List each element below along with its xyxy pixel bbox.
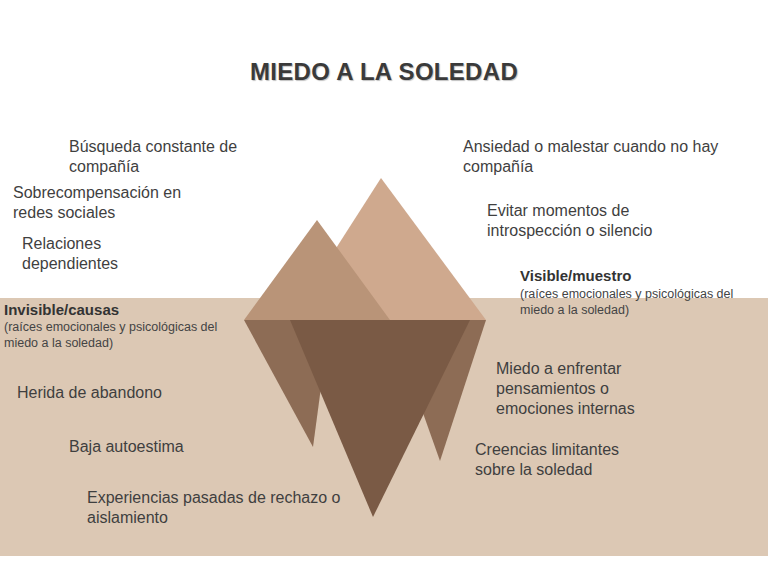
- underwater-center: [290, 320, 470, 517]
- section-subtitle: (raíces emocionales y psicológicas del m…: [520, 286, 760, 318]
- iceberg-point: Herida de abandono: [17, 383, 237, 403]
- iceberg-point: Búsqueda constante de compañía: [69, 137, 274, 177]
- section-subtitle: (raíces emocionales y psicológicas del m…: [4, 319, 240, 351]
- iceberg-point: Sobrecompensación en redes sociales: [13, 183, 218, 223]
- iceberg-point: Baja autoestima: [69, 437, 269, 457]
- iceberg-point: Creencias limitantes sobre la soledad: [475, 440, 655, 480]
- iceberg-point: Evitar momentos de introspección o silen…: [487, 201, 692, 241]
- water-band: [0, 298, 768, 556]
- iceberg-point: Miedo a enfrentar pensamientos o emocion…: [496, 359, 671, 419]
- iceberg-point: Experiencias pasadas de rechazo o aislam…: [87, 488, 369, 528]
- section-heading: Invisible/causas: [4, 300, 204, 320]
- section-heading: Visible/muestro: [520, 266, 720, 286]
- diagram-title: MIEDO A LA SOLEDAD: [0, 58, 768, 86]
- iceberg-point: Ansiedad o malestar cuando no hay compañ…: [463, 137, 728, 177]
- iceberg-point: Relaciones dependientes: [22, 234, 152, 274]
- front-peak: [244, 220, 390, 320]
